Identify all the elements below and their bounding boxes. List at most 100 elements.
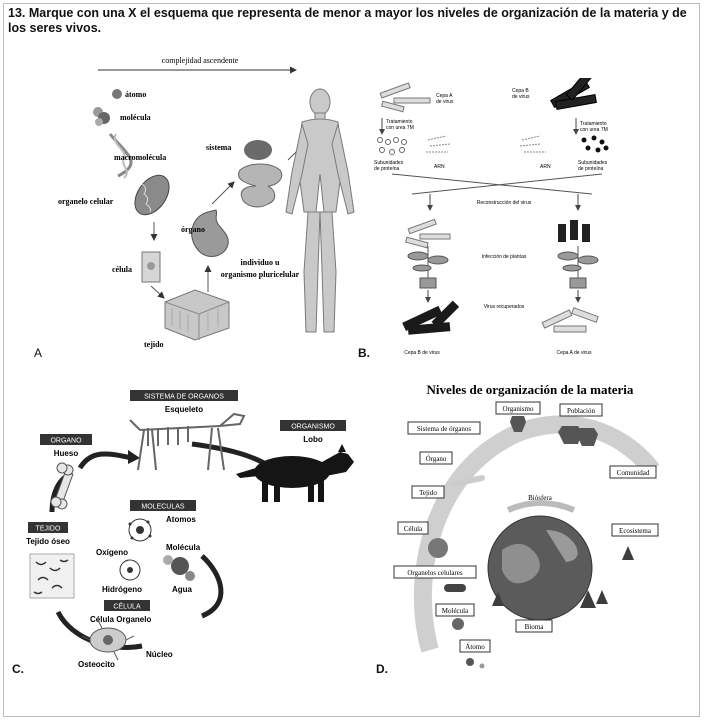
option-a-label: A [34,346,43,360]
tag-organo-text: ORGANO [50,438,82,445]
cell-illustration [428,538,448,558]
option-b-label: B. [358,346,370,360]
option-c-panel[interactable]: SISTEMA DE ORGANOS Esqueleto ORGANISMO L… [22,384,362,684]
result-a-label: Cepa A de virus [556,350,592,356]
label-celula: Célula [404,525,423,533]
label-organelo: organelo celular [58,197,114,206]
arrow-label: complejidad ascendente [162,56,239,65]
tag-celula-text: CÉLULA [113,602,141,611]
virus-a-illustration [379,82,431,113]
sub-a-1: Subunidades [374,160,404,166]
sub-b-2: de proteína [578,166,604,172]
atom-illustration [112,89,122,99]
recuperados-label: Virus recuperados [484,304,525,310]
option-c-label: C. [12,662,24,676]
levels-diagram-d: Niveles de organización de la materia Or… [393,382,660,669]
label-biosfera: Biósfera [528,494,553,502]
label-agua: Agua [172,585,193,594]
reconstructed-a [404,218,451,249]
arc-band [413,415,660,653]
label-individuo-2: organismo pluricelular [221,270,300,279]
label-tejido-oseo: Tejido óseo [26,537,70,546]
tag-sistema-text: SISTEMA DE ORGANOS [144,394,224,401]
intestine-illustration [238,163,283,208]
label-macromolecula: macromolécula [114,153,166,162]
label-lobo: Lobo [303,435,323,444]
trat-a-2: con urea 7M [386,125,414,131]
tag-moleculas [130,500,196,511]
atom-illustration [128,518,152,542]
label-hidrogeno: Hidrógeno [102,585,142,594]
label-sistema: Sistema de órganos [417,425,472,433]
title-d: Niveles de organización de la materia [427,382,634,397]
bone-illustration [50,462,74,510]
levels-diagram-c: SISTEMA DE ORGANOS Esqueleto ORGANISMO L… [26,390,354,669]
tag-organismo [280,420,346,431]
liver-illustration [244,140,272,160]
arn-a: ARN [434,164,445,170]
arn-b: ARN [540,164,551,170]
label-tejido: tejido [144,340,164,349]
tag-moleculas-text: MOLECULAS [141,504,185,511]
sub-b-1: Subunidades [578,160,608,166]
question-text: 13. Marque con una X el esquema que repr… [8,6,687,35]
reconstructed-b [558,220,590,242]
label-celula-organelo: Célula Organelo [90,615,151,624]
levels-diagram-a: complejidad ascendente átomo molécula ma… [58,56,355,349]
animals-illustration [510,416,598,446]
cepa-b-label-2: de virus [512,94,530,100]
label-nucleo: Núcleo [146,650,173,659]
atom-illustration [466,658,474,666]
option-a-panel[interactable]: complejidad ascendente átomo molécula ma… [30,52,365,360]
plant-b-illustration [557,246,599,289]
label-organismo: Organismo [503,405,534,413]
reconstruccion-label: Reconstrucción del virus [477,200,532,206]
label-celula: célula [112,265,132,274]
label-ecosistema: Ecosistema [619,527,652,535]
protein-subunits-a [377,137,407,155]
tag-sistema [130,390,238,401]
trat-b-2: con urea 7M [580,127,608,133]
tissue-illustration [164,289,230,341]
option-b-panel[interactable]: Cepa A de virus Cepa B de virus Tratamie… [372,78,664,368]
label-osteocito: Osteocito [78,660,115,669]
osteocyte-illustration [81,619,135,661]
dna-illustration [108,133,133,178]
trees-illustration [492,546,634,608]
trat-b-1: Tratamiento [580,121,607,127]
label-molecula: molécula [120,113,151,122]
tag-celula [104,600,150,611]
tag-organismo-text: ORGANISMO [291,424,335,431]
label-oxigeno: Oxígeno [96,548,128,557]
cepa-a-label-1: Cepa A [436,93,453,99]
plant-a-illustration [407,246,449,289]
label-poblacion: Población [567,407,595,415]
label-organo: órgano [181,225,205,234]
rna-a-illustration [426,135,451,153]
label-atomo: átomo [125,90,146,99]
oxygen-illustration [119,559,141,581]
molecule-illustration [452,618,464,630]
trat-a-1: Tratamiento [386,119,413,125]
tag-tejido [28,522,68,533]
label-molecula: Molécula [166,543,201,552]
option-d-panel[interactable]: Niveles de organización de la materia Or… [390,380,665,680]
label-organo: Órgano [426,455,447,463]
bone-illustration [451,475,485,487]
human-body-illustration [285,88,355,333]
label-atomos: Atomos [166,515,196,524]
label-comunidad: Comunidad [617,469,650,477]
organelle-illustration [444,584,466,592]
virus-b-illustration [549,78,597,110]
result-b-label: Cepa B de virus [404,350,440,356]
mitochondrion-illustration [134,174,170,216]
page-frame [3,3,700,717]
cepa-b-label-1: Cepa B [512,88,529,94]
recovered-a-illustration [541,307,599,333]
wolf-illustration [236,444,354,502]
label-hueso: Hueso [54,449,79,458]
tag-organo [40,434,92,445]
label-individuo-1: individuo u [241,258,280,267]
label-organelos: Organelos celulares [407,569,463,577]
tag-tejido-text: TEJIDO [36,526,61,533]
